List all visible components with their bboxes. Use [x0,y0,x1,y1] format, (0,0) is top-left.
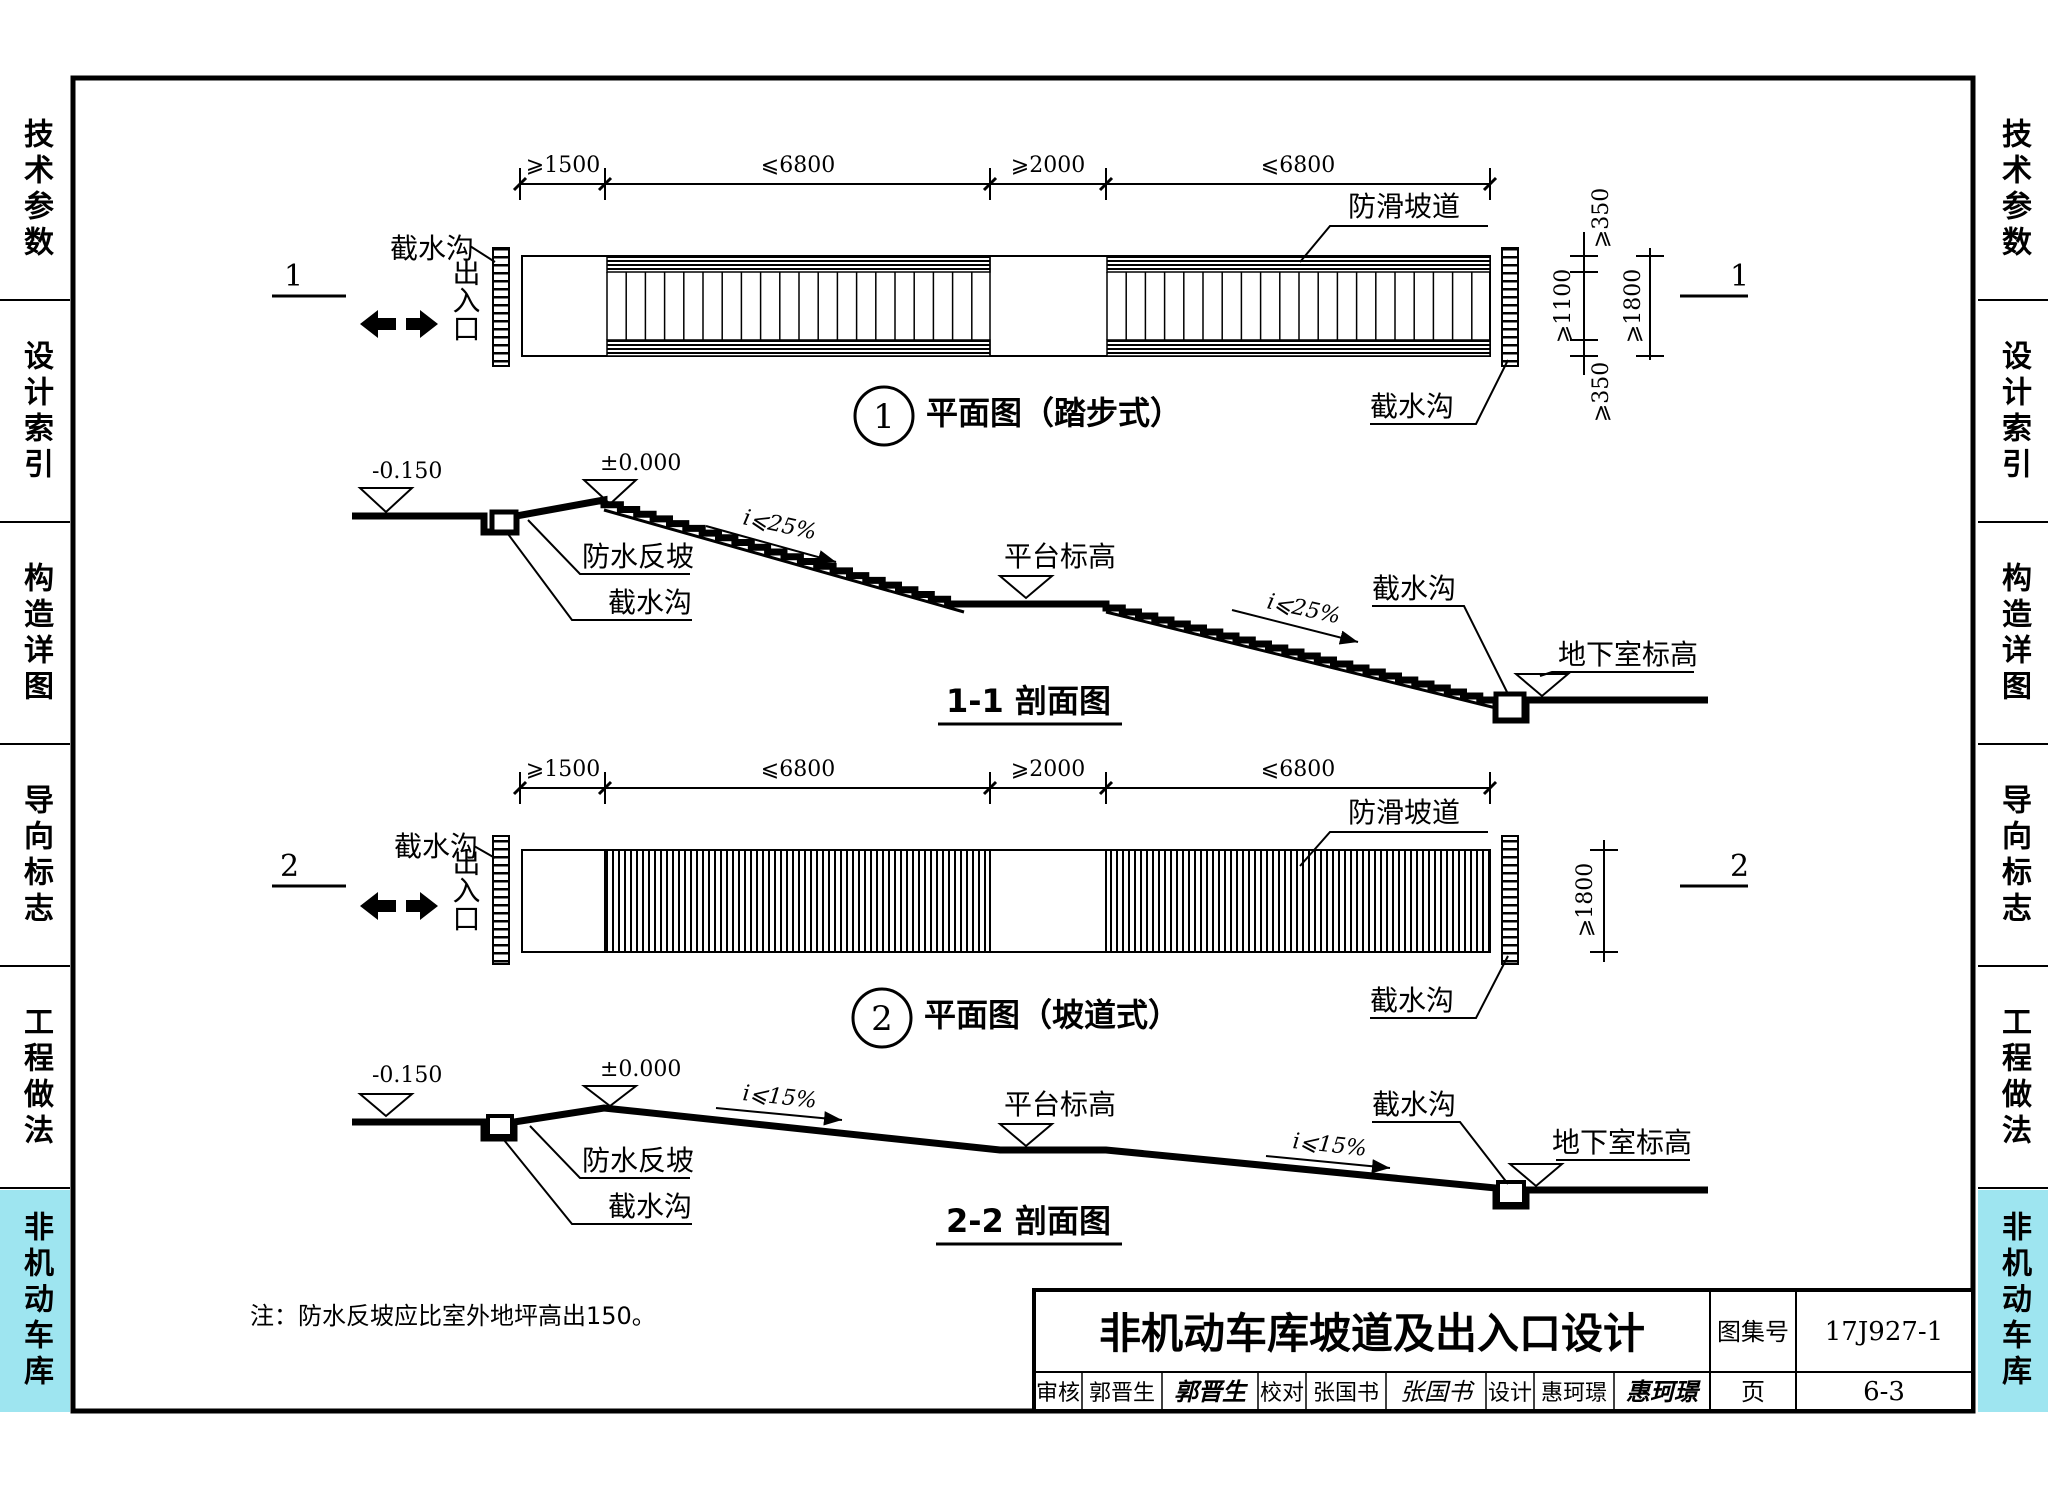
page-number: 6-3 [1863,1377,1905,1407]
tab-engineering-methods-right[interactable]: 工程做法 [1996,1006,2031,1150]
sec2-slope-1: i⩽15% [741,1081,818,1114]
sec1-title: 1-1 剖面图 [946,682,1111,720]
drawing-note: 注：防水反坡应比室外地坪高出150。 [250,1302,656,1330]
plan2-dim-1: ⩾1500 [526,757,600,782]
plan2-title: 平面图（坡道式） [924,996,1180,1034]
sec2-waterproof-label: 防水反坡 [582,1144,694,1177]
plan1-dim-1100: ⩾1100 [1551,269,1576,343]
sec2-platform-label: 平台标高 [1004,1088,1116,1121]
tab-construction-detail[interactable]: 构造详图 [18,562,53,706]
plan1-dim-1800: ⩾1800 [1621,269,1646,343]
design-label: 设计 [1488,1381,1532,1406]
sheet-title: 非机动车库坡道及出入口设计 [1099,1309,1645,1358]
designer-signature: 惠珂璟 [1626,1378,1701,1406]
reviewer-name: 郭晋生 [1089,1381,1155,1406]
section-2-2: -0.150 ±0.000 i⩽15% i⩽15% 平台标高 防水反坡 截水沟 … [352,1057,1708,1246]
title-block: 非机动车库坡道及出入口设计 图集号 17J927-1 页 6-3 审核 郭晋生 … [1032,1288,1975,1413]
sec2-title: 2-2 剖面图 [946,1202,1111,1240]
tab-tech-params-right[interactable]: 技术参数 [1996,118,2031,262]
tab-construction-detail-right[interactable]: 构造详图 [1996,562,2031,706]
plan1-ramp-label: 防滑坡道 [1348,190,1460,223]
reviewer-signature: 郭晋生 [1174,1378,1249,1406]
sec2-drain-label-left: 截水沟 [608,1190,692,1223]
plan1-dim-350-top: ⩾350 [1589,188,1614,248]
plan1-dim-4: ⩽6800 [1261,153,1335,178]
tab-engineering-methods[interactable]: 工程做法 [18,1006,53,1150]
plan1-dim-2: ⩽6800 [761,153,835,178]
plan2-ramp-surface-2 [1105,849,1491,953]
sec1-slope-2: i⩽25% [1265,589,1343,629]
section-1-1: -0.150 ±0.000 i⩽25% i⩽25% 平台标高 防水反坡 截水沟 … [352,451,1708,726]
sec2-elev-zero: ±0.000 [600,1057,681,1082]
plan1-exit-arrows-icon [360,310,438,338]
plan2-drain-left [492,835,510,965]
checker-signature: 张国书 [1400,1378,1475,1406]
plan1-section-mark-right: 1 [1730,259,1749,294]
plan1-dim-3: ⩾2000 [1011,153,1085,178]
sec1-basement-label: 地下室标高 [1558,638,1698,671]
plan2-ramp-label: 防滑坡道 [1348,796,1460,829]
sec1-waterproof-label: 防水反坡 [582,540,694,573]
sec1-elev-zero: ±0.000 [600,451,681,476]
tab-dividers [0,299,2048,1189]
plan1-dim-350-bottom: ⩾350 [1589,362,1614,422]
page-label: 页 [1741,1378,1765,1406]
plan1-title: 平面图（踏步式） [926,394,1182,432]
tab-design-index[interactable]: 设计索引 [18,340,53,484]
plan1-exit-label: 出入口 [449,258,482,342]
sec1-drain-label-right: 截水沟 [1372,572,1456,605]
plan2-drain-label-left: 截水沟 [394,830,478,863]
plan2-section-mark-right: 2 [1730,849,1749,884]
tab-bicycle-garage-right[interactable]: 非机动车库 [1978,1190,2048,1412]
plan1-drain-right [1501,247,1519,367]
plan1-drain-label-left: 截水沟 [390,232,474,265]
designer-name: 惠珂璟 [1541,1381,1607,1406]
atlas-label: 图集号 [1717,1318,1789,1346]
plan2-dim-1800: ⩾1800 [1573,863,1598,937]
tab-design-index-right[interactable]: 设计索引 [1996,340,2031,484]
atlas-number: 17J927-1 [1825,1317,1943,1347]
sec1-elev-outdoor: -0.150 [372,459,442,484]
plan2-ramp-surface-1 [604,849,991,953]
tab-bicycle-garage[interactable]: 非机动车库 [0,1190,70,1412]
tab-guide-signs-right[interactable]: 导向标志 [1996,784,2031,928]
sec2-elev-outdoor: -0.150 [372,1063,442,1088]
plan2-dim-2: ⩽6800 [761,757,835,782]
tab-guide-signs[interactable]: 导向标志 [18,784,53,928]
plan2-dim-3: ⩾2000 [1011,757,1085,782]
sec2-basement-label: 地下室标高 [1552,1126,1692,1159]
plan1-title-number: 1 [873,397,895,437]
sec2-drain-label-right: 截水沟 [1372,1088,1456,1121]
tab-tech-params[interactable]: 技术参数 [18,118,53,262]
checker-name: 张国书 [1313,1381,1379,1406]
check-label: 校对 [1260,1381,1304,1406]
plan2-drain-right [1501,835,1519,965]
plan1-section-mark-left: 1 [284,259,303,294]
plan1-dim-1: ⩾1500 [526,153,600,178]
plan1-drain-left [492,247,510,367]
sec2-slope-2: i⩽15% [1291,1129,1368,1162]
plan1-drain-label-right: 截水沟 [1370,390,1454,423]
sheet-border [70,75,1976,1414]
plan2-drain-label-right: 截水沟 [1370,984,1454,1017]
plan1-steps [606,256,1473,356]
plan-1: ⩾1500 ⩽6800 ⩾2000 ⩽6800 ⩾350 ⩾1100 ⩾350 … [272,153,1749,447]
plan2-section-mark-left: 2 [280,849,299,884]
review-label: 审核 [1036,1381,1080,1406]
plan2-title-number: 2 [871,999,893,1039]
sec1-drain-label-left: 截水沟 [608,586,692,619]
plan-2: ⩾1500 ⩽6800 ⩾2000 ⩽6800 ⩾1800 截水沟 防滑坡道 截… [272,757,1749,1049]
plan2-exit-arrows-icon [360,892,438,920]
sec1-platform-label: 平台标高 [1004,540,1116,573]
plan2-exit-label: 出入口 [449,848,482,932]
plan2-dim-4: ⩽6800 [1261,757,1335,782]
